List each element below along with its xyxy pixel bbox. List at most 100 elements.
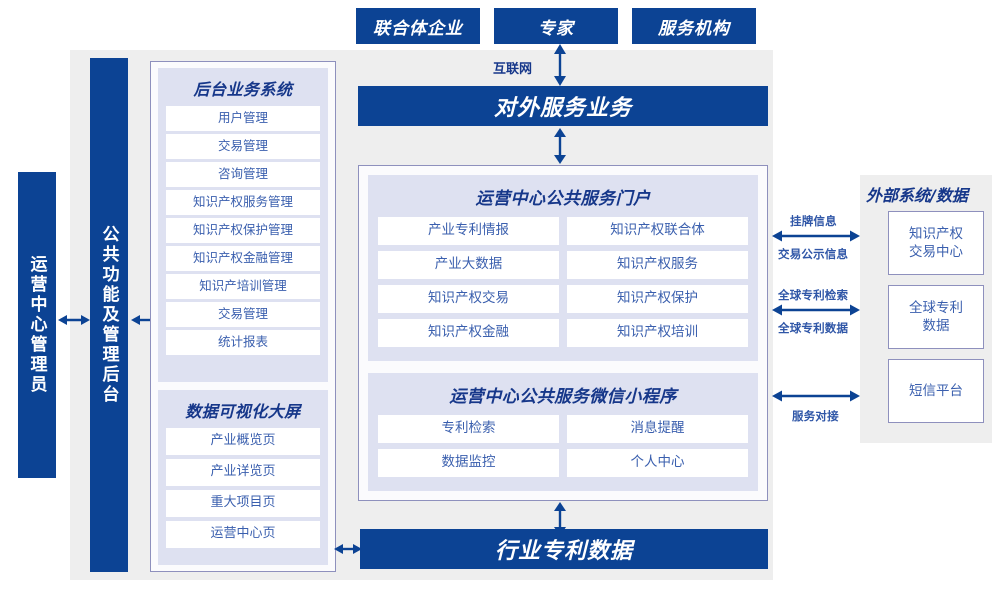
visualization-item-label: 产业详览页 — [210, 464, 276, 480]
backend-item-label: 交易管理 — [217, 138, 268, 154]
industry-patent-data-label: 行业专利数据 — [494, 539, 633, 564]
external-system-label: 全球专利 数据 — [909, 299, 963, 335]
backend-item-label: 知识产权金融管理 — [192, 250, 293, 266]
visualization-item[interactable]: 运营中心页 — [166, 521, 320, 548]
label-line-2: 交易中心 — [909, 244, 963, 260]
backend-item-label: 知识产权保护管理 — [192, 222, 293, 238]
backend-group-title: 后台业务系统 — [193, 80, 293, 99]
backend-item[interactable]: 用户管理 — [166, 106, 320, 131]
actor-box-consortium[interactable]: 联合体企业 — [356, 8, 480, 44]
visualization-item-label: 重大项目页 — [210, 495, 276, 511]
visualization-item[interactable]: 产业概览页 — [166, 428, 320, 455]
internet-arrow — [551, 44, 569, 86]
actor-label: 联合体企业 — [373, 18, 463, 39]
backend-item[interactable]: 交易管理 — [166, 302, 320, 327]
backend-item-label: 知识产权服务管理 — [192, 194, 293, 210]
backend-item[interactable]: 知识产权保护管理 — [166, 218, 320, 243]
visualization-items-list: 产业概览页 产业详览页 重大项目页 运营中心页 — [166, 428, 320, 548]
internet-label: 互联网 — [493, 62, 533, 77]
portal-item-label: 知识产权培训 — [617, 324, 698, 341]
actor-box-service-agency[interactable]: 服务机构 — [632, 8, 756, 44]
miniprogram-item[interactable]: 消息提醒 — [567, 415, 748, 443]
portal-item[interactable]: 知识产权联合体 — [567, 217, 748, 245]
external-service-bar[interactable]: 对外服务业务 — [358, 86, 768, 126]
miniprogram-group: 运营中心公共服务微信小程序 专利检索 消息提醒 数据监控 个人中心 — [368, 373, 758, 491]
backend-item-label: 知识产培训管理 — [199, 278, 287, 294]
portal-item[interactable]: 知识产权保护 — [567, 285, 748, 313]
rail-label: 运营中心管理员 — [26, 255, 47, 395]
external-service-label: 对外服务业务 — [493, 96, 632, 121]
backend-item[interactable]: 交易管理 — [166, 134, 320, 159]
miniprogram-item[interactable]: 个人中心 — [567, 449, 748, 477]
portal-item-label: 知识产权服务 — [617, 256, 698, 273]
portal-item-label: 知识产权保护 — [617, 290, 698, 307]
industry-patent-data-bar[interactable]: 行业专利数据 — [360, 529, 768, 569]
visualization-item[interactable]: 产业详览页 — [166, 459, 320, 486]
visualization-to-industry-data-arrow — [334, 541, 362, 557]
external-system-global-patent-data[interactable]: 全球专利 数据 — [888, 285, 984, 349]
backend-item-label: 交易管理 — [217, 306, 268, 322]
backend-item[interactable]: 知识产权金融管理 — [166, 246, 320, 271]
miniprogram-item-label: 消息提醒 — [630, 420, 685, 437]
miniprogram-group-title: 运营中心公共服务微信小程序 — [449, 387, 677, 407]
backend-item-label: 咨询管理 — [217, 166, 268, 182]
backend-item-label: 统计报表 — [217, 334, 268, 350]
portal-item-label: 知识产权交易 — [428, 290, 509, 307]
backend-item[interactable]: 统计报表 — [166, 330, 320, 355]
connector-label-above: 挂牌信息 — [790, 214, 837, 228]
portal-item-label: 知识产权金融 — [428, 324, 509, 341]
external-system-ip-exchange[interactable]: 知识产权 交易中心 — [888, 211, 984, 275]
miniprogram-item[interactable]: 专利检索 — [378, 415, 559, 443]
portal-item-label: 产业大数据 — [434, 256, 503, 273]
visualization-item[interactable]: 重大项目页 — [166, 490, 320, 517]
visualization-group-title: 数据可视化大屏 — [185, 402, 301, 421]
portal-item[interactable]: 知识产权服务 — [567, 251, 748, 279]
miniprogram-item-label: 数据监控 — [441, 454, 496, 471]
portal-item[interactable]: 知识产权培训 — [567, 319, 748, 347]
external-connector-arrow-sms — [772, 388, 860, 404]
external-system-label: 短信平台 — [909, 382, 963, 400]
backend-item[interactable]: 知识产权服务管理 — [166, 190, 320, 215]
actor-label: 专家 — [538, 18, 574, 39]
actor-box-expert[interactable]: 专家 — [494, 8, 618, 44]
rail-common-functions-backend[interactable]: 公共功能及管理后台 — [90, 58, 128, 572]
external-systems-title: 外部系统/数据 — [866, 186, 968, 205]
actor-label: 服务机构 — [658, 18, 730, 39]
miniprogram-item-label: 专利检索 — [441, 420, 496, 437]
miniprogram-items-grid: 专利检索 消息提醒 数据监控 个人中心 — [378, 415, 748, 477]
backend-business-group: 后台业务系统 用户管理 交易管理 咨询管理 知识产权服务管理 知识产权保护管理 … — [158, 68, 328, 382]
label-line-2: 数据 — [922, 318, 950, 334]
backend-item-label: 用户管理 — [217, 110, 268, 126]
service-to-portal-arrow — [551, 128, 569, 164]
external-connector-arrow-global-patent — [772, 302, 860, 318]
rail-label: 公共功能及管理后台 — [98, 225, 119, 405]
visualization-group: 数据可视化大屏 产业概览页 产业详览页 重大项目页 运营中心页 — [158, 390, 328, 565]
admin-to-backend-arrow — [58, 312, 90, 328]
miniprogram-item-label: 个人中心 — [630, 454, 685, 471]
portal-item[interactable]: 产业大数据 — [378, 251, 559, 279]
connector-label-below: 服务对接 — [792, 409, 839, 423]
external-connector-arrow-ip-exchange — [772, 228, 860, 244]
portal-item-label: 知识产权联合体 — [610, 222, 705, 239]
connector-label-above: 全球专利检索 — [778, 288, 849, 302]
portal-item[interactable]: 知识产权金融 — [378, 319, 559, 347]
visualization-item-label: 运营中心页 — [210, 526, 276, 542]
portal-group-title: 运营中心公共服务门户 — [475, 189, 651, 209]
portal-item-label: 产业专利情报 — [428, 222, 509, 239]
portal-item[interactable]: 知识产权交易 — [378, 285, 559, 313]
external-system-sms-platform[interactable]: 短信平台 — [888, 359, 984, 423]
miniprogram-item[interactable]: 数据监控 — [378, 449, 559, 477]
label-line-1: 全球专利 — [909, 299, 963, 316]
portal-item[interactable]: 产业专利情报 — [378, 217, 559, 245]
portal-group: 运营中心公共服务门户 产业专利情报 知识产权联合体 产业大数据 知识产权服务 知… — [368, 175, 758, 361]
label-line-1: 知识产权 — [909, 225, 963, 242]
backend-item[interactable]: 咨询管理 — [166, 162, 320, 187]
rail-operations-admin[interactable]: 运营中心管理员 — [18, 172, 56, 478]
backend-item[interactable]: 知识产培训管理 — [166, 274, 320, 299]
portal-items-grid: 产业专利情报 知识产权联合体 产业大数据 知识产权服务 知识产权交易 知识产权保… — [378, 217, 748, 347]
connector-label-below: 交易公示信息 — [778, 247, 849, 261]
backend-items-list: 用户管理 交易管理 咨询管理 知识产权服务管理 知识产权保护管理 知识产权金融管… — [166, 106, 320, 355]
visualization-item-label: 产业概览页 — [210, 433, 276, 449]
label-line-1: 短信平台 — [909, 382, 963, 399]
